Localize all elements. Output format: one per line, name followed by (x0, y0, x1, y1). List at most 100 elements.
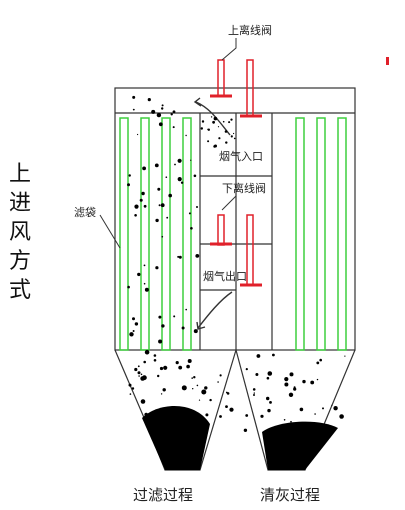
outlet-arrowhead (196, 321, 206, 330)
dust-particle (155, 266, 159, 270)
dust-particle (224, 130, 228, 133)
dust-particle (213, 145, 216, 148)
dust-particle (168, 193, 172, 198)
filter-bag-leader (99, 214, 121, 249)
flue-inlet-label: 烟气入口 (219, 149, 263, 163)
dust-particle (200, 127, 203, 130)
dust-particle (160, 393, 163, 395)
title-char: 上 (8, 162, 31, 187)
dust-particle (331, 404, 333, 406)
dust-particle (181, 385, 187, 391)
dust-particle (139, 198, 143, 202)
dust-particle (140, 373, 143, 376)
dust-particle (190, 227, 193, 230)
dust-particle (212, 120, 216, 124)
dust-particle (217, 126, 220, 128)
dust-particle (229, 407, 234, 412)
dust-particle (158, 339, 163, 344)
inlet-flow-arrow (195, 101, 231, 136)
dust-particle (319, 358, 323, 362)
dust-particle (162, 388, 166, 392)
dust-particle (225, 141, 228, 144)
dust-particle (144, 287, 149, 292)
dust-particle (155, 218, 159, 223)
dust-particle (137, 365, 140, 368)
upper-valve-leader (221, 38, 237, 61)
dust-particle (165, 176, 168, 178)
dust-particle (255, 373, 259, 376)
dust-particle (131, 387, 135, 390)
dust-particle (269, 401, 272, 404)
dust-particle (218, 137, 221, 140)
filter-bag-right-1 (295, 117, 305, 351)
dust-particle (144, 349, 150, 355)
dust-particle (177, 255, 180, 258)
dust-particle (222, 120, 225, 123)
dust-particle (160, 203, 165, 208)
dust-particle (213, 116, 218, 121)
dust-particle (143, 264, 146, 267)
dust-particle (129, 332, 134, 337)
dust-particle (187, 359, 192, 363)
dust-particle (158, 122, 163, 127)
filter-bags (119, 117, 347, 351)
inlet-arrowhead (193, 97, 202, 107)
dust-particle (225, 405, 228, 408)
filter-bag-left-2 (140, 117, 150, 351)
dust-particle (174, 163, 176, 166)
dust-particle (138, 375, 140, 377)
dust-particle (230, 135, 233, 138)
dust-particle (186, 364, 190, 369)
filter-bag-left-1 (119, 117, 129, 351)
upper-valve-label: 上离线阀 (228, 23, 272, 37)
dust-pile-left (142, 405, 210, 470)
valves (210, 59, 262, 287)
dust-particle (129, 393, 132, 395)
dust-particle (193, 376, 196, 379)
dust-particle (283, 419, 286, 421)
dust-particle (161, 104, 164, 107)
dust-particle (157, 374, 160, 378)
dust-particle (142, 375, 147, 381)
lower-valve-leader (221, 195, 237, 211)
dust-particle (137, 371, 141, 375)
dust-particle (166, 216, 169, 219)
dust-particle (267, 371, 273, 376)
dust-particle (128, 174, 131, 177)
dust-particle (143, 360, 146, 364)
dust-particle (132, 108, 135, 111)
dust-particle (209, 398, 212, 402)
dust-particle (137, 272, 141, 277)
dust-particle (266, 376, 270, 380)
dust-particle (233, 137, 236, 140)
dust-particle (266, 396, 270, 401)
dust-particle (284, 377, 289, 382)
dust-particle (344, 355, 346, 357)
dust-particle (289, 372, 294, 377)
dust-particle (284, 382, 289, 387)
dust-particle (253, 392, 255, 394)
dust-particle (158, 204, 161, 207)
lower-valve-stem-right (246, 214, 254, 286)
dust-particle (310, 380, 315, 385)
mode-title-vertical: 上 进 风 方 式 (6, 160, 34, 305)
dust-particle (132, 95, 136, 99)
housing-box (114, 87, 356, 351)
dust-particle (333, 406, 338, 411)
dust-particle (141, 191, 145, 196)
dust-particle (140, 399, 146, 404)
dust-particle (132, 317, 135, 321)
dust-particle (339, 414, 344, 419)
dust-particle (178, 255, 182, 259)
dust-particle (314, 413, 316, 415)
filter-bag-left-3 (161, 117, 171, 351)
dust-particle (154, 163, 159, 168)
dust-particle (128, 383, 132, 387)
dust-particle (207, 128, 209, 130)
dust-particle (170, 113, 173, 116)
dust-particle (228, 121, 231, 124)
dust-particle (204, 386, 208, 390)
dust-particle (185, 308, 187, 311)
dust-particle (219, 415, 222, 418)
ash-cleaning-process-label: 清灰过程 (260, 486, 320, 504)
